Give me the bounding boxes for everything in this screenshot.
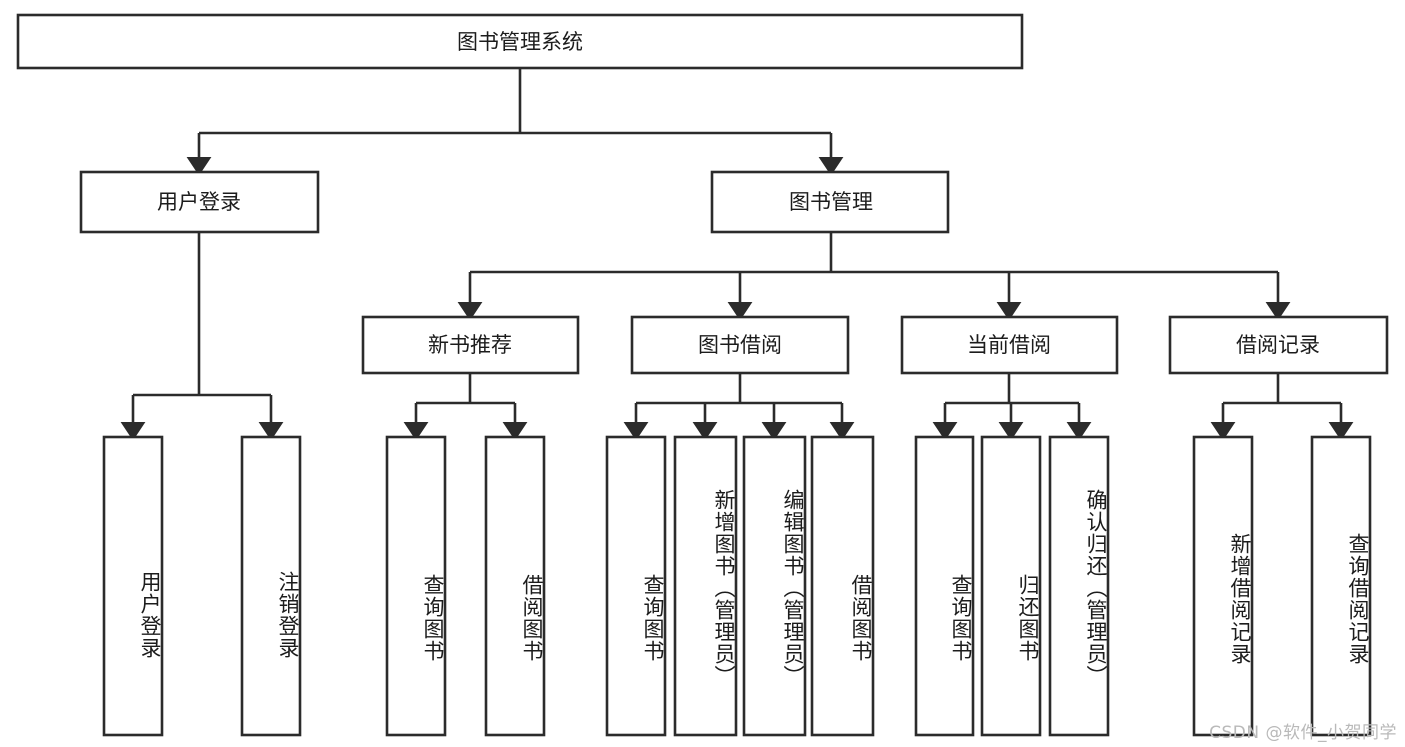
connector-group-borrow-record	[1210, 373, 1354, 441]
leaf-borrow-book-new[interactable]	[484, 435, 546, 737]
node-book-management-label: 图书管理	[789, 190, 873, 214]
leaf-confirm-return-admin[interactable]	[1048, 435, 1110, 737]
connector-group-current-borrow	[932, 373, 1092, 441]
connector-group-borrow	[623, 373, 855, 441]
node-borrow-record-label: 借阅记录	[1236, 333, 1320, 357]
connector-group-book-manage	[457, 232, 1291, 321]
node-user-login[interactable]	[79, 170, 320, 234]
node-user-login-label: 用户登录	[157, 190, 241, 214]
node-book-borrow[interactable]	[630, 315, 850, 375]
connector-group-new-book	[403, 373, 528, 441]
node-book-borrow-label: 图书借阅	[698, 333, 782, 357]
leaf-add-book-admin[interactable]	[673, 435, 738, 737]
leaf-query-book-current[interactable]	[914, 435, 975, 737]
leaf-logout[interactable]	[240, 435, 302, 737]
csdn-watermark: CSDN @软件_小贺同学	[1209, 723, 1397, 743]
node-current-borrow-label: 当前借阅	[967, 333, 1051, 357]
node-root[interactable]	[16, 13, 1024, 70]
node-root-label: 图书管理系统	[457, 30, 583, 54]
leaf-add-borrow-record[interactable]	[1192, 435, 1254, 737]
node-new-book-recommend[interactable]	[361, 315, 580, 375]
leaf-return-book[interactable]	[980, 435, 1042, 737]
node-book-management[interactable]	[710, 170, 950, 234]
connector-group-root	[186, 68, 844, 176]
leaf-query-book-new[interactable]	[385, 435, 447, 737]
connector-group-user-login	[120, 232, 284, 441]
leaf-query-borrow-record[interactable]	[1310, 435, 1372, 737]
leaf-edit-book-admin[interactable]	[742, 435, 807, 737]
leaf-query-book-borrow[interactable]	[605, 435, 667, 737]
leaf-user-login[interactable]	[102, 435, 164, 737]
node-current-borrow[interactable]	[900, 315, 1119, 375]
leaf-borrow-book[interactable]	[810, 435, 875, 737]
node-new-book-recommend-label: 新书推荐	[428, 333, 512, 357]
node-borrow-record[interactable]	[1168, 315, 1389, 375]
